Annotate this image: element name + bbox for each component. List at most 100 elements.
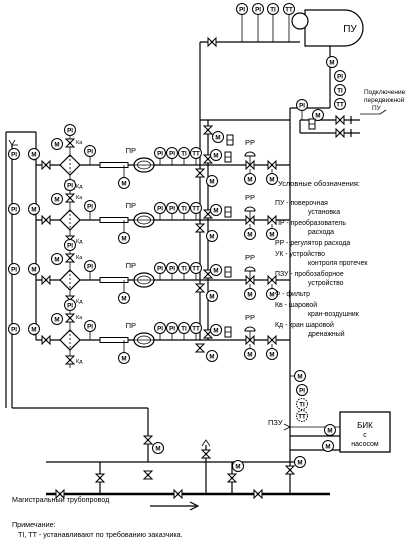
line-4-left-pi-label: PI: [11, 326, 17, 333]
line-2-outlet-m-circle: [210, 204, 222, 216]
bottom-notes: Магистральный трубопроводПримечание:TI, …: [12, 495, 183, 539]
line-2-kd-label: Кд: [76, 239, 83, 245]
line-2-pr-label: ПР: [126, 201, 136, 210]
note-text: TI, TT - устанавливают по требованию зак…: [18, 530, 183, 539]
line-1-outlet-m-circle: [210, 149, 222, 161]
riser-pi-circle: [296, 384, 308, 396]
line-2-vent-pi-circle: [64, 179, 76, 191]
riser-pi-label: PI: [299, 387, 305, 394]
mid-tap-m-label: M: [235, 463, 240, 470]
line-1-vent-m: M: [51, 138, 63, 150]
line-1-ka-valve: [64, 138, 76, 148]
bypass-valve-stem-dot: [204, 452, 208, 456]
line-1-filter-pi: PI: [84, 145, 96, 165]
bik-m-2: M: [322, 440, 334, 452]
line-2-tt-label: TT: [192, 205, 200, 212]
line-1-ka-valve-stem-dot: [68, 141, 72, 145]
line-2-return-valve: [267, 214, 277, 226]
note-title: Примечание:: [12, 520, 56, 529]
line-3-pi-2-label: PI: [169, 265, 175, 272]
mobile-pu-valve-1: [335, 114, 345, 126]
line-1-outlet-valve-stem-dot: [206, 157, 210, 161]
line-2-flowmeter: [133, 212, 155, 228]
riser-bottom-valve: [284, 465, 296, 475]
inlet-riser-valve-2-stem-dot: [146, 473, 150, 477]
riser-bottom-valve-stem-dot: [288, 468, 292, 472]
line-2-filter: [59, 209, 81, 231]
line-3-ti: TI: [178, 262, 190, 280]
riser-m-1: M: [294, 370, 306, 382]
pu-top-pi-1: PI: [236, 3, 248, 42]
line-2-vent-m-circle: [51, 193, 63, 205]
line-3-outlet-m-circle: [210, 264, 222, 276]
line-3-rr-label: РР: [245, 253, 255, 262]
line-2-left-pi: PI: [8, 203, 20, 215]
line-4-flowmeter: [133, 332, 155, 348]
inlet-riser-m-circle: [152, 442, 164, 454]
line-4-vent-m: M: [51, 313, 63, 325]
line-3-collector-valve: [194, 283, 206, 293]
line-2-return-valve-stem-dot: [270, 218, 274, 222]
line-3-vent-pi-label: PI: [67, 242, 73, 249]
line-3-pr-label: ПР: [126, 261, 136, 270]
line-4-pr-m-circle: [118, 352, 130, 364]
line-4-outlet-m: M: [210, 324, 222, 336]
line-2-ka-valve: [64, 193, 76, 203]
return-collector-m-circle: [212, 131, 224, 143]
line-4-pi-1: PI: [154, 322, 166, 340]
line-3-pr-m-circle: [118, 292, 130, 304]
main-pipeline-label: Магистральный трубопровод: [12, 495, 110, 504]
line-3-return-valve-stem-dot: [270, 278, 274, 282]
line-4-outlet-m-label: M: [213, 327, 218, 334]
line-3-outlet-m: M: [210, 264, 222, 276]
line-3-pi-1: PI: [154, 262, 166, 280]
line-1-ti-circle: [178, 147, 190, 159]
line-4-pr-m: M: [118, 340, 130, 364]
pzu-label: ПЗУ: [268, 418, 283, 427]
line-4-return-valve: [267, 334, 277, 346]
line-3-pr-m: M: [118, 280, 130, 304]
line-4-vent-pi-circle: [64, 299, 76, 311]
mobile-pu-valve-1-stem-dot: [338, 118, 342, 122]
bik-label-3: насосом: [351, 441, 379, 448]
return-collector-valve: [202, 125, 214, 135]
line-2-inlet-m-circle: [28, 203, 40, 215]
line-3-rr-m: M: [244, 284, 256, 300]
line-4-pi-2-label: PI: [169, 325, 175, 332]
line-3-tt: TT: [190, 262, 202, 280]
line-1-return-m-label: M: [269, 176, 274, 183]
main-valve-2-stem-dot: [256, 492, 260, 496]
line-2-rr-m: M: [244, 224, 256, 240]
mobile-pu-pi-circle: [296, 99, 308, 111]
line-1-tt-label: TT: [192, 150, 200, 157]
pu-top-valve: [207, 36, 217, 48]
pu-top-valve-stem-dot: [210, 40, 214, 44]
line-2-left-pi-label: PI: [11, 206, 17, 213]
line-3-pi-2-circle: [166, 262, 178, 274]
left-tap-valve: [94, 473, 106, 483]
line-1-ti: TI: [178, 147, 190, 165]
line-3-filter: [59, 269, 81, 291]
line-2-collector-valve-stem-dot: [198, 226, 202, 230]
inlet-riser-m: M: [152, 442, 164, 454]
line-1-collector-m-circle: [206, 175, 218, 187]
line-4-uk: [224, 326, 232, 338]
line-4-outlet-m-circle: [210, 324, 222, 336]
line-3-rr-m-label: M: [247, 291, 252, 298]
bypass-valve: [200, 449, 212, 459]
line-2-collector-m: M: [206, 230, 218, 242]
line-3-rr-actuator: [244, 266, 256, 272]
line-2-pr-m-circle: [118, 232, 130, 244]
mobile-pu-valve-2: [335, 127, 345, 139]
line-1-rr-m-circle: [244, 173, 256, 185]
legend-item-6-0: Кв - шаровой: [275, 301, 317, 309]
legend: Условные обозначения:ПУ - поверочнаяуста…: [275, 179, 368, 338]
line-2-vent-pi-label: PI: [67, 182, 73, 189]
line-1-return-m: M: [266, 169, 278, 185]
left-collector-arrowhead: [8, 139, 16, 146]
line-2-outlet-valve-stem-dot: [206, 212, 210, 216]
pu-right-pi-circle: [334, 70, 346, 82]
line-4-rr: [244, 326, 256, 340]
line-2-inlet-valve-stem-dot: [44, 218, 48, 222]
